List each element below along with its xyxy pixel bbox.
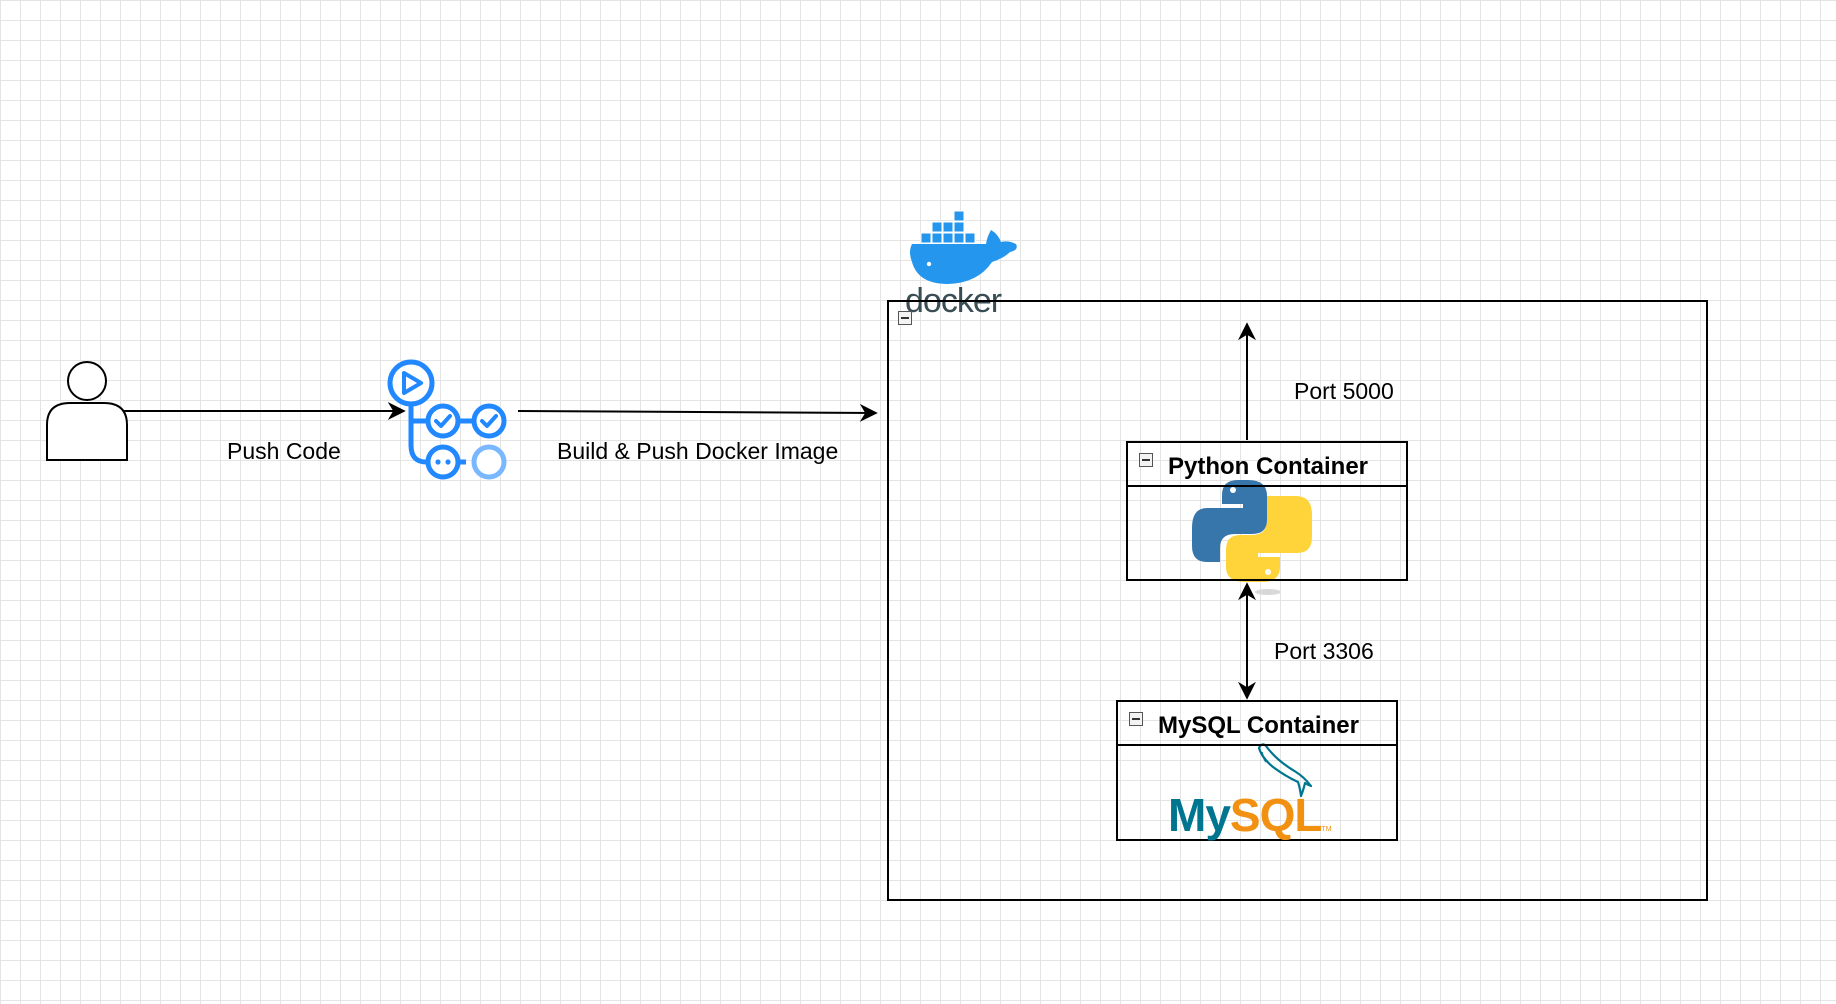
- mysql-wordmark-sql: SQL: [1229, 789, 1323, 841]
- push-code-label: Push Code: [227, 438, 341, 464]
- build-push-arrow[interactable]: [517, 403, 878, 422]
- github-actions-icon[interactable]: [387, 359, 507, 480]
- collapse-icon[interactable]: [898, 311, 912, 325]
- docker-whale-icon: [910, 210, 1017, 284]
- mysql-container[interactable]: MySQL Container: [1116, 700, 1398, 841]
- mysql-dolphin-icon: [1257, 743, 1313, 798]
- port-3306-label: Port 3306: [1274, 638, 1374, 664]
- mysql-container-header: MySQL Container: [1118, 702, 1396, 746]
- user-icon[interactable]: [46, 361, 128, 461]
- collapse-icon[interactable]: [1129, 712, 1143, 726]
- mysql-wordmark: MySQLTM: [1168, 792, 1332, 838]
- mysql-tm: TM: [1321, 826, 1332, 833]
- python-container-header: Python Container: [1128, 443, 1406, 487]
- python-logo-icon: [1192, 480, 1312, 595]
- python-container[interactable]: Python Container: [1126, 441, 1408, 581]
- port-5000-label: Port 5000: [1294, 378, 1394, 404]
- collapse-icon[interactable]: [1139, 453, 1153, 467]
- mysql-wordmark-my: My: [1168, 789, 1231, 841]
- python-container-title: Python Container: [1168, 453, 1369, 480]
- build-push-label: Build & Push Docker Image: [557, 438, 839, 464]
- docker-host-container[interactable]: [887, 300, 1708, 901]
- mysql-container-title: MySQL Container: [1158, 712, 1359, 739]
